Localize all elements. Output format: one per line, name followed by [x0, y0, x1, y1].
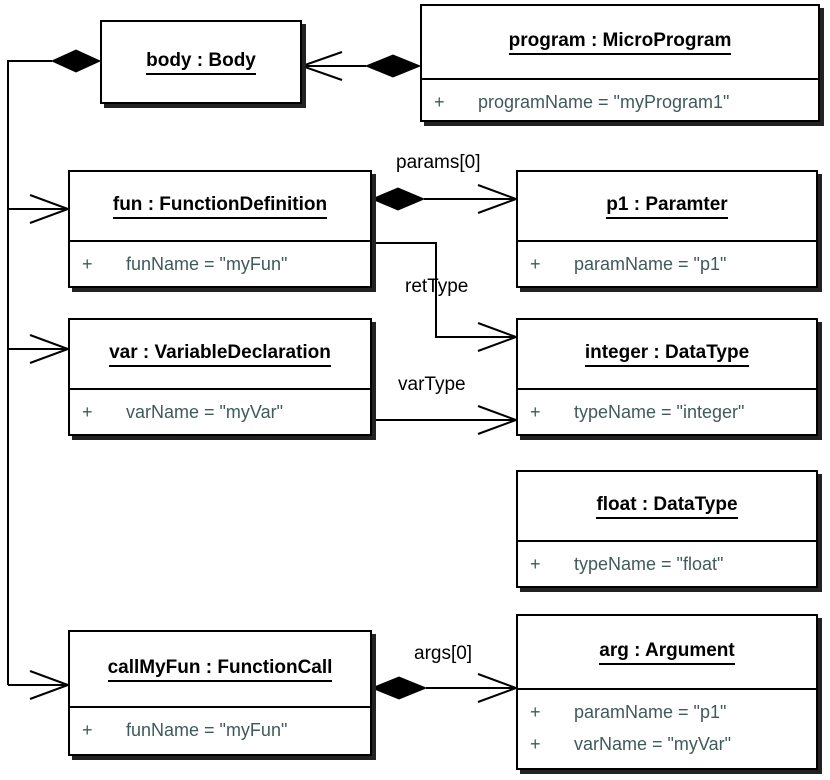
attribute-text: typeName = "float"	[574, 554, 724, 574]
object-var[interactable]: var : VariableDeclaration + varName = "my…	[68, 318, 372, 436]
attribute-row: + programName = "myProgram1"	[434, 86, 810, 118]
object-arg[interactable]: arg : Argument + paramName = "p1" + varNam…	[516, 614, 818, 770]
attribute-text: typeName = "integer"	[574, 402, 745, 422]
object-body[interactable]: body : Body	[100, 20, 302, 104]
attribute-row: + funName = "myFun"	[82, 714, 362, 746]
visibility-marker: +	[82, 402, 93, 422]
attribute-text: paramName = "p1"	[574, 254, 727, 274]
visibility-marker: +	[434, 92, 445, 112]
object-program[interactable]: program : MicroProgram + programName = "m…	[420, 4, 820, 122]
visibility-marker: +	[82, 254, 93, 274]
params-label: params[0]	[396, 152, 481, 173]
composition-diamond-body	[50, 49, 102, 73]
visibility-marker: +	[530, 702, 541, 722]
attribute-compartment: + typeName = "integer"	[518, 388, 816, 432]
visibility-marker: +	[530, 734, 541, 754]
object-title: p1 : Paramter	[606, 194, 728, 219]
attribute-row: + paramName = "p1"	[530, 696, 808, 728]
composition-diamond-callmyfun	[370, 676, 428, 700]
attribute-text: paramName = "p1"	[574, 702, 727, 722]
object-integer[interactable]: integer : DataType + typeName = "integer"	[516, 318, 818, 436]
object-title: integer : DataType	[584, 342, 750, 367]
attribute-row: + varName = "myVar"	[530, 728, 808, 760]
attribute-row: + typeName = "float"	[530, 548, 808, 580]
attribute-row: + varName = "myVar"	[82, 396, 362, 428]
attribute-compartment: + funName = "myFun"	[70, 240, 370, 284]
object-title: callMyFun : FunctionCall	[107, 657, 333, 682]
rettype-label: retType	[405, 276, 469, 297]
attribute-row: + typeName = "integer"	[530, 396, 808, 428]
object-title: float : DataType	[596, 494, 738, 519]
attribute-compartment: + paramName = "p1" + varName = "myVar"	[518, 688, 816, 764]
attribute-text: funName = "myFun"	[126, 254, 288, 274]
attribute-text: funName = "myFun"	[126, 720, 288, 740]
visibility-marker: +	[530, 254, 541, 274]
attribute-row: + paramName = "p1"	[530, 248, 808, 280]
composition-diamond-fun	[370, 187, 426, 211]
visibility-marker: +	[530, 554, 541, 574]
attribute-compartment: + varName = "myVar"	[70, 388, 370, 432]
rettype-line	[372, 242, 516, 338]
attribute-compartment: + paramName = "p1"	[518, 240, 816, 284]
object-title: body : Body	[146, 50, 256, 75]
object-p1[interactable]: p1 : Paramter + paramName = "p1"	[516, 170, 818, 288]
object-title: var : VariableDeclaration	[109, 342, 331, 367]
composition-diamond-program	[364, 54, 422, 78]
visibility-marker: +	[530, 402, 541, 422]
object-callmyfun[interactable]: callMyFun : FunctionCall + funName = "myF…	[68, 630, 372, 756]
attribute-text: varName = "myVar"	[126, 402, 283, 422]
object-title: program : MicroProgram	[508, 30, 732, 55]
attribute-compartment: + programName = "myProgram1"	[422, 78, 818, 122]
args-label: args[0]	[414, 643, 473, 664]
attribute-text: programName = "myProgram1"	[478, 92, 730, 112]
attribute-row: + funName = "myFun"	[82, 248, 362, 280]
object-fun[interactable]: fun : FunctionDefinition + funName = "myF…	[68, 170, 372, 288]
object-float[interactable]: float : DataType + typeName = "float"	[516, 470, 818, 588]
attribute-compartment: + typeName = "float"	[518, 540, 816, 584]
arrowhead-body	[298, 51, 343, 81]
object-title: arg : Argument	[599, 640, 735, 665]
attribute-compartment: + funName = "myFun"	[70, 706, 370, 750]
object-title: fun : FunctionDefinition	[112, 194, 328, 219]
vartype-label: varType	[398, 374, 466, 395]
attribute-text: varName = "myVar"	[574, 734, 731, 754]
body-composition-trunk	[7, 60, 52, 685]
visibility-marker: +	[82, 720, 93, 740]
